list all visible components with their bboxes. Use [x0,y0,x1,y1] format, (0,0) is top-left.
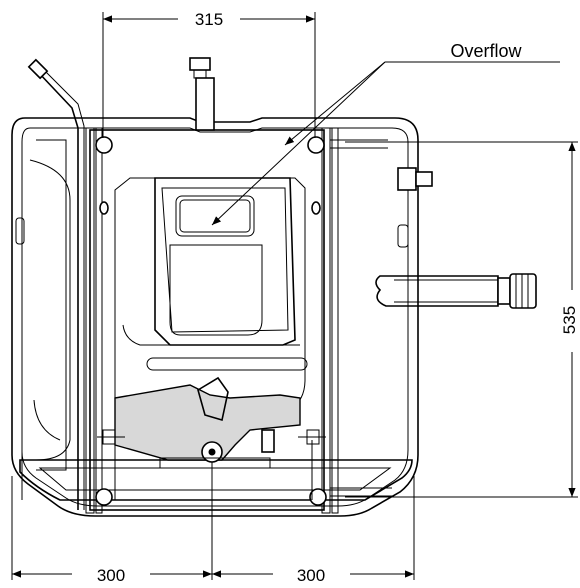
base-tray [19,440,413,501]
overflow-leader [211,61,560,226]
outlet-pipe [375,273,537,309]
dimension-top-label: 315 [195,10,223,29]
dimension-bottom [11,462,415,580]
dimension-right-label: 535 [560,306,579,334]
dimension-top [102,12,316,138]
corner-hole-bottom-right [309,488,327,506]
corner-hole-bottom-left [95,488,113,506]
sensor-cable [27,58,85,510]
dimension-right [345,141,578,498]
corner-hole-top-right [307,136,325,154]
side-fitting [397,167,433,191]
vent-pipe [189,57,215,131]
overflow-label: Overflow [450,41,522,61]
dimension-bottom-right-label: 300 [297,566,325,585]
dimension-bottom-left-label: 300 [97,566,125,585]
pump-assembly [97,376,326,500]
reservoir [122,177,308,371]
corner-hole-top-left [95,136,113,154]
vertical-rails [85,127,392,514]
